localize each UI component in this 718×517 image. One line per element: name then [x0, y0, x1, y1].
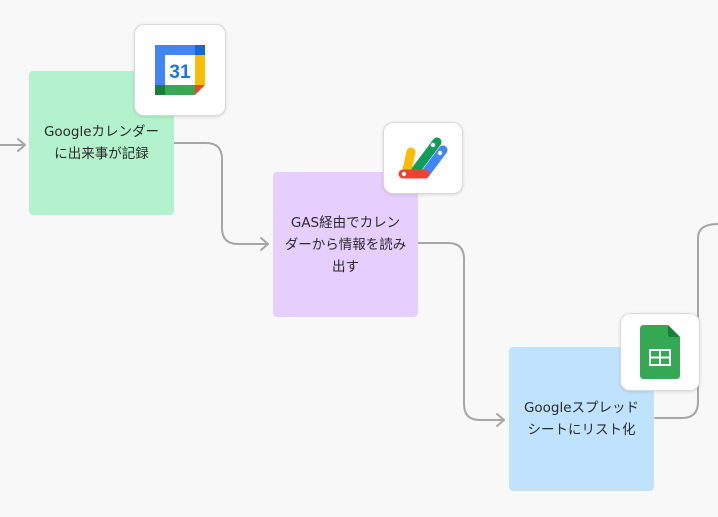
node-gas-label: GAS経由でカレン ダーから情報を読み 出す	[284, 214, 407, 275]
connector-gas-to-sheets-arrowhead	[496, 413, 505, 427]
google-sheets-icon	[620, 313, 700, 391]
connector-gas-to-sheets	[417, 242, 505, 421]
google-calendar-icon-number: 31	[169, 62, 191, 83]
google-calendar-icon: 31	[134, 24, 226, 116]
connector-calendar-to-gas-arrowhead	[260, 237, 269, 251]
node-google-calendar-label: Googleカレンダー に出来事が記録	[43, 124, 160, 162]
connector-calendar-to-gas	[173, 142, 269, 245]
google-sheets-icon-graphic	[640, 325, 680, 379]
connector-outgoing	[654, 223, 718, 419]
node-google-sheets-label: Googleスプレッド シートにリスト化	[523, 400, 640, 438]
google-calendar-icon-graphic: 31	[155, 45, 205, 95]
google-apps-script-icon-graphic	[398, 137, 448, 179]
node-gas[interactable]: GAS経由でカレン ダーから情報を読み 出す	[273, 172, 418, 317]
connector-incoming-arrowhead	[17, 138, 26, 152]
google-apps-script-icon	[383, 122, 463, 194]
